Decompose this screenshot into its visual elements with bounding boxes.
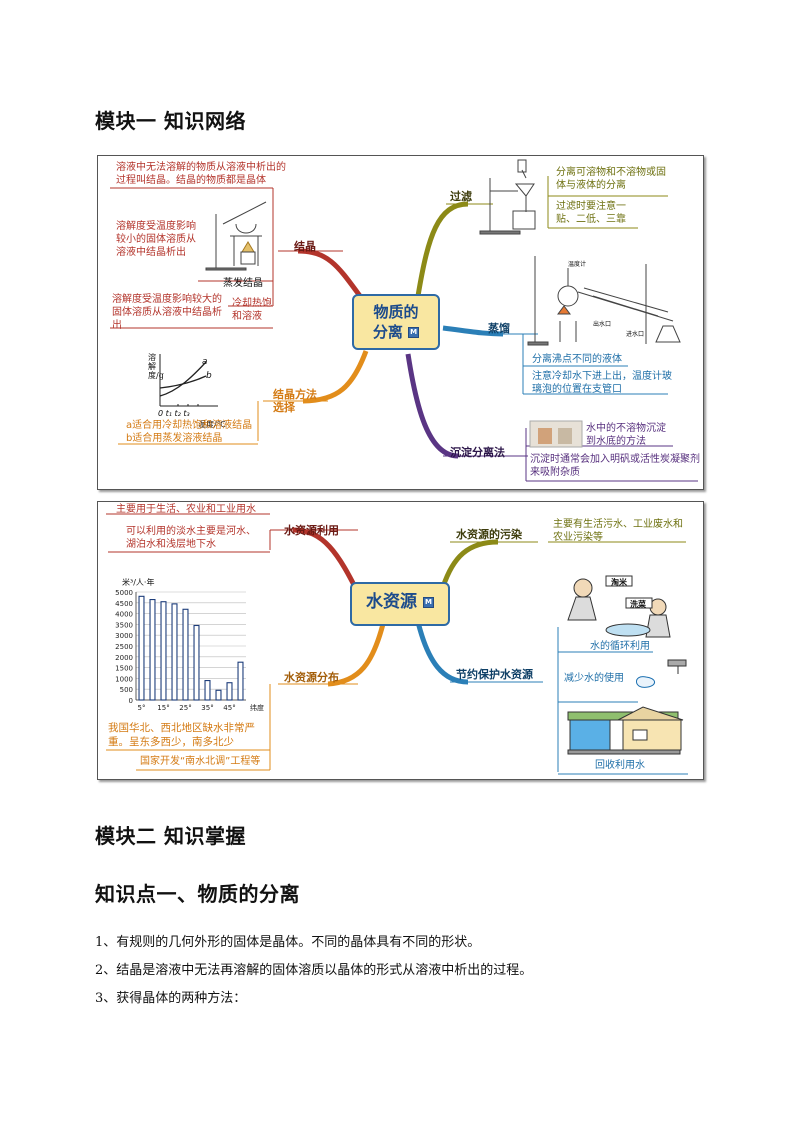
chart-ytick-label: 2000: [115, 654, 133, 662]
branch-water-use[interactable]: 水资源利用: [284, 524, 339, 537]
filter-apparatus-sketch: [479, 159, 536, 235]
chart-ytick-label: 500: [120, 686, 133, 694]
cryst-evap-desc: 溶解度受温度影响较小的固体溶质从溶液中结晶析出: [116, 221, 196, 258]
mindmap-badge-icon: M: [422, 596, 434, 608]
method-note-b: b适合用蒸发溶液结晶: [126, 433, 223, 444]
mindmap-separation: 溶液中无法溶解的物质从溶液中析出的过程叫结晶。结晶的物质都是晶体 溶解度受温度影…: [97, 155, 704, 490]
chart-bar: [149, 599, 156, 701]
chart-xtick-label: 45°: [223, 704, 235, 712]
pollution-note1: 主要有生活污水、工业废水和农业污染等: [553, 519, 683, 543]
protect-cap1: 水的循环利用: [590, 641, 650, 652]
graph-curve-b: b: [206, 371, 212, 381]
chart-ytick-label: 3000: [115, 632, 133, 640]
branch-cryst[interactable]: 结晶: [294, 240, 316, 253]
distill-in-label: 进水口: [626, 331, 645, 338]
distill-note2: 注意冷却水下进上出，温度计玻璃泡的位置在支管口: [532, 371, 672, 395]
chart-ytick-label: 2500: [115, 643, 133, 651]
branch-filter[interactable]: 过滤: [450, 190, 472, 203]
chart-xlabel: 纬度: [250, 703, 264, 712]
protect-sign1: 淘米: [611, 578, 627, 587]
chart-bar: [160, 601, 167, 701]
cryst-cool-desc: 溶解度受温度影响较大的固体溶质从溶液中结晶析出: [112, 294, 222, 331]
module2-heading: 模块二 知识掌握: [95, 824, 246, 848]
center-water-text: 水资源: [366, 592, 418, 612]
chart-xtick-label: 35°: [201, 704, 213, 712]
protect-cap3: 回收利用水: [595, 760, 645, 771]
water-per-capita-chart: 0 500 1000 1500 2000 2500 3000 3500 4000 4500 5000…: [102, 574, 270, 724]
use-note1: 主要用于生活、农业和工业用水: [116, 504, 256, 515]
mindmap-water: 主要用于生活、农业和工业用水 可以利用的淡水主要是河水、湖泊水和浅层地下水 水资…: [97, 501, 704, 780]
paragraph-3: 3、获得晶体的两种方法：: [95, 991, 247, 1006]
graph-ticks: 0 t₁ t₂ t₃: [158, 409, 190, 418]
protect-cap2: 减少水的使用: [564, 673, 624, 684]
distill-thermo-label: 温度计: [568, 261, 587, 268]
filter-note1: 分离可溶物和不溶物或固体与液体的分离: [556, 167, 666, 191]
chart-bar: [171, 603, 178, 701]
chart-ytick-label: 3500: [115, 621, 133, 629]
paragraph-2: 2、结晶是溶液中无法再溶解的固体溶质以晶体的形式从溶液中析出的过程。: [95, 963, 533, 978]
module1-heading: 模块一 知识网络: [95, 109, 246, 133]
rain-collection-illustration: [567, 706, 684, 755]
chart-xtick-label: 15°: [157, 704, 169, 712]
graph-curve-a: a: [202, 357, 208, 367]
chart-ytick-label: 4000: [115, 611, 133, 619]
paragraph-1: 1、有规则的几何外形的固体是晶体。不同的晶体具有不同的形状。: [95, 935, 481, 950]
center-node-separation[interactable]: 物质的 分离 M: [352, 294, 440, 350]
branch-distill[interactable]: 蒸馏: [488, 322, 510, 335]
distill-out-label: 出水口: [593, 321, 612, 328]
chart-ylabel: 米³/人·年: [122, 578, 155, 587]
method-note-a: a适合用冷却热饱和溶液结晶: [126, 420, 253, 431]
cryst-cool-label: 冷却热饱和溶液: [232, 298, 272, 322]
chart-ytick-label: 1000: [115, 675, 133, 683]
section1-heading: 知识点一、物质的分离: [95, 882, 300, 906]
water-reuse-illustration: [567, 575, 671, 638]
chart-xtick-label: 25°: [179, 704, 191, 712]
evap-caption: 蒸发结晶: [223, 278, 263, 289]
branch-water-dist[interactable]: 水资源分布: [284, 671, 339, 684]
branch-pollution[interactable]: 水资源的污染: [456, 528, 522, 541]
mindmap-water-branches: [106, 513, 688, 775]
branch-sediment[interactable]: 沉淀分离法: [450, 446, 505, 459]
chart-bar: [237, 661, 244, 701]
dist-note1: 我国华北、西北地区缺水非常严重。呈东多西少，南多北少: [108, 722, 255, 748]
chart-bar: [226, 682, 233, 701]
chart-bar: [215, 689, 222, 701]
center-line2: 分离 M: [372, 323, 420, 341]
chart-bar: [182, 608, 189, 701]
chart-ytick-label: 0: [129, 697, 133, 705]
distillation-apparatus-sketch: [527, 256, 681, 346]
center-line1: 物质的: [373, 303, 419, 321]
dist-note2: 国家开发“南水北调”工程等: [140, 756, 261, 767]
chart-bar: [193, 624, 200, 701]
tap-illustration: [636, 659, 687, 688]
sediment-note1: 水中的不溶物沉淀到水底的方法: [586, 423, 666, 447]
chart-ytick-label: 4500: [115, 600, 133, 608]
branch-protect[interactable]: 节约保护水资源: [456, 668, 533, 681]
distill-note1: 分离沸点不同的液体: [532, 354, 622, 365]
chart-bar: [204, 680, 211, 701]
sediment-photo: [529, 420, 583, 448]
sediment-note2: 沉淀时通常会加入明矾或活性炭凝聚剂来吸附杂质: [530, 454, 700, 478]
mindmap-separation-branches: [110, 159, 698, 482]
bar-chart-svg: 0 500 1000 1500 2000 2500 3000 3500 4000 4500 5000…: [115, 589, 264, 712]
protect-sign2: 洗菜: [630, 600, 646, 609]
center-node-water[interactable]: 水资源 M: [350, 582, 450, 626]
graph-ylabel: 溶解度/g: [148, 353, 164, 380]
filter-note2: 过滤时要注意一贴、二低、三靠: [556, 201, 626, 225]
chart-ytick-label: 5000: [115, 589, 133, 597]
solubility-graph: [159, 354, 218, 407]
chart-bar: [138, 595, 145, 701]
chart-ytick-label: 1500: [115, 665, 133, 673]
branch-method[interactable]: 结晶方法选择: [273, 388, 317, 414]
cryst-definition: 溶液中无法溶解的物质从溶液中析出的过程叫结晶。结晶的物质都是晶体: [116, 162, 286, 186]
graph-xlabel: 温度/℃: [198, 420, 226, 429]
evaporation-apparatus-sketch: [205, 201, 267, 271]
chart-xtick-label: 5°: [138, 704, 146, 712]
mindmap-badge-icon: M: [408, 327, 420, 338]
use-note2: 可以利用的淡水主要是河水、湖泊水和浅层地下水: [126, 526, 256, 550]
